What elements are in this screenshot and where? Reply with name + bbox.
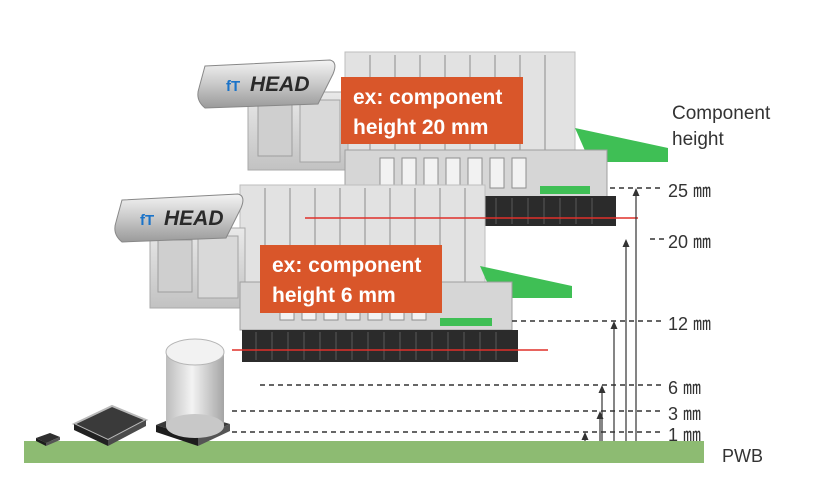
lower-head-logo-mark: fT (140, 212, 154, 229)
tick-label-6mm: 6 ㎜ (668, 378, 702, 398)
lower-head-logo-badge: fT HEAD (114, 193, 244, 243)
height-arrowhead-20mm (622, 239, 630, 247)
upper-head-logo-text: HEAD (250, 73, 310, 96)
pwb-board (24, 441, 704, 463)
height-arrowhead-3mm (596, 411, 604, 419)
height-arrowhead-6mm (598, 385, 606, 393)
tick-label-12mm: 12 ㎜ (668, 314, 712, 334)
small-chip-component (36, 433, 60, 446)
upper-callout-line1: ex: component (353, 86, 503, 109)
component-height-axis (232, 187, 664, 441)
tick-label-1mm: 1 ㎜ (668, 425, 702, 445)
lower-head-callout: ex: component height 6 mm (260, 245, 442, 313)
lower-head-logo-text: HEAD (164, 207, 224, 230)
lower-callout-line1: ex: component (272, 254, 422, 277)
pwb-label: PWB (722, 446, 764, 466)
height-arrowhead-25mm (632, 188, 640, 196)
upper-head-callout: ex: component height 20 mm (341, 77, 523, 144)
tick-label-25mm: 25 ㎜ (668, 181, 712, 201)
axis-title-line2: height (672, 129, 724, 150)
upper-head-logo-mark: fT (226, 78, 240, 95)
lower-callout-line2: height 6 mm (272, 284, 396, 307)
axis-title: Component height (672, 101, 770, 153)
height-arrowhead-1mm (581, 432, 589, 440)
axis-title-line1: Component (672, 103, 771, 124)
tick-label-3mm: 3 ㎜ (668, 404, 702, 424)
tick-label-20mm: 20 ㎜ (668, 232, 712, 252)
qfp-ic-component (71, 404, 149, 446)
upper-head-logo-badge: fT HEAD (197, 59, 336, 109)
upper-callout-line2: height 20 mm (353, 116, 489, 139)
electrolytic-capacitor-component (156, 338, 230, 446)
height-arrowhead-12mm (610, 321, 618, 329)
